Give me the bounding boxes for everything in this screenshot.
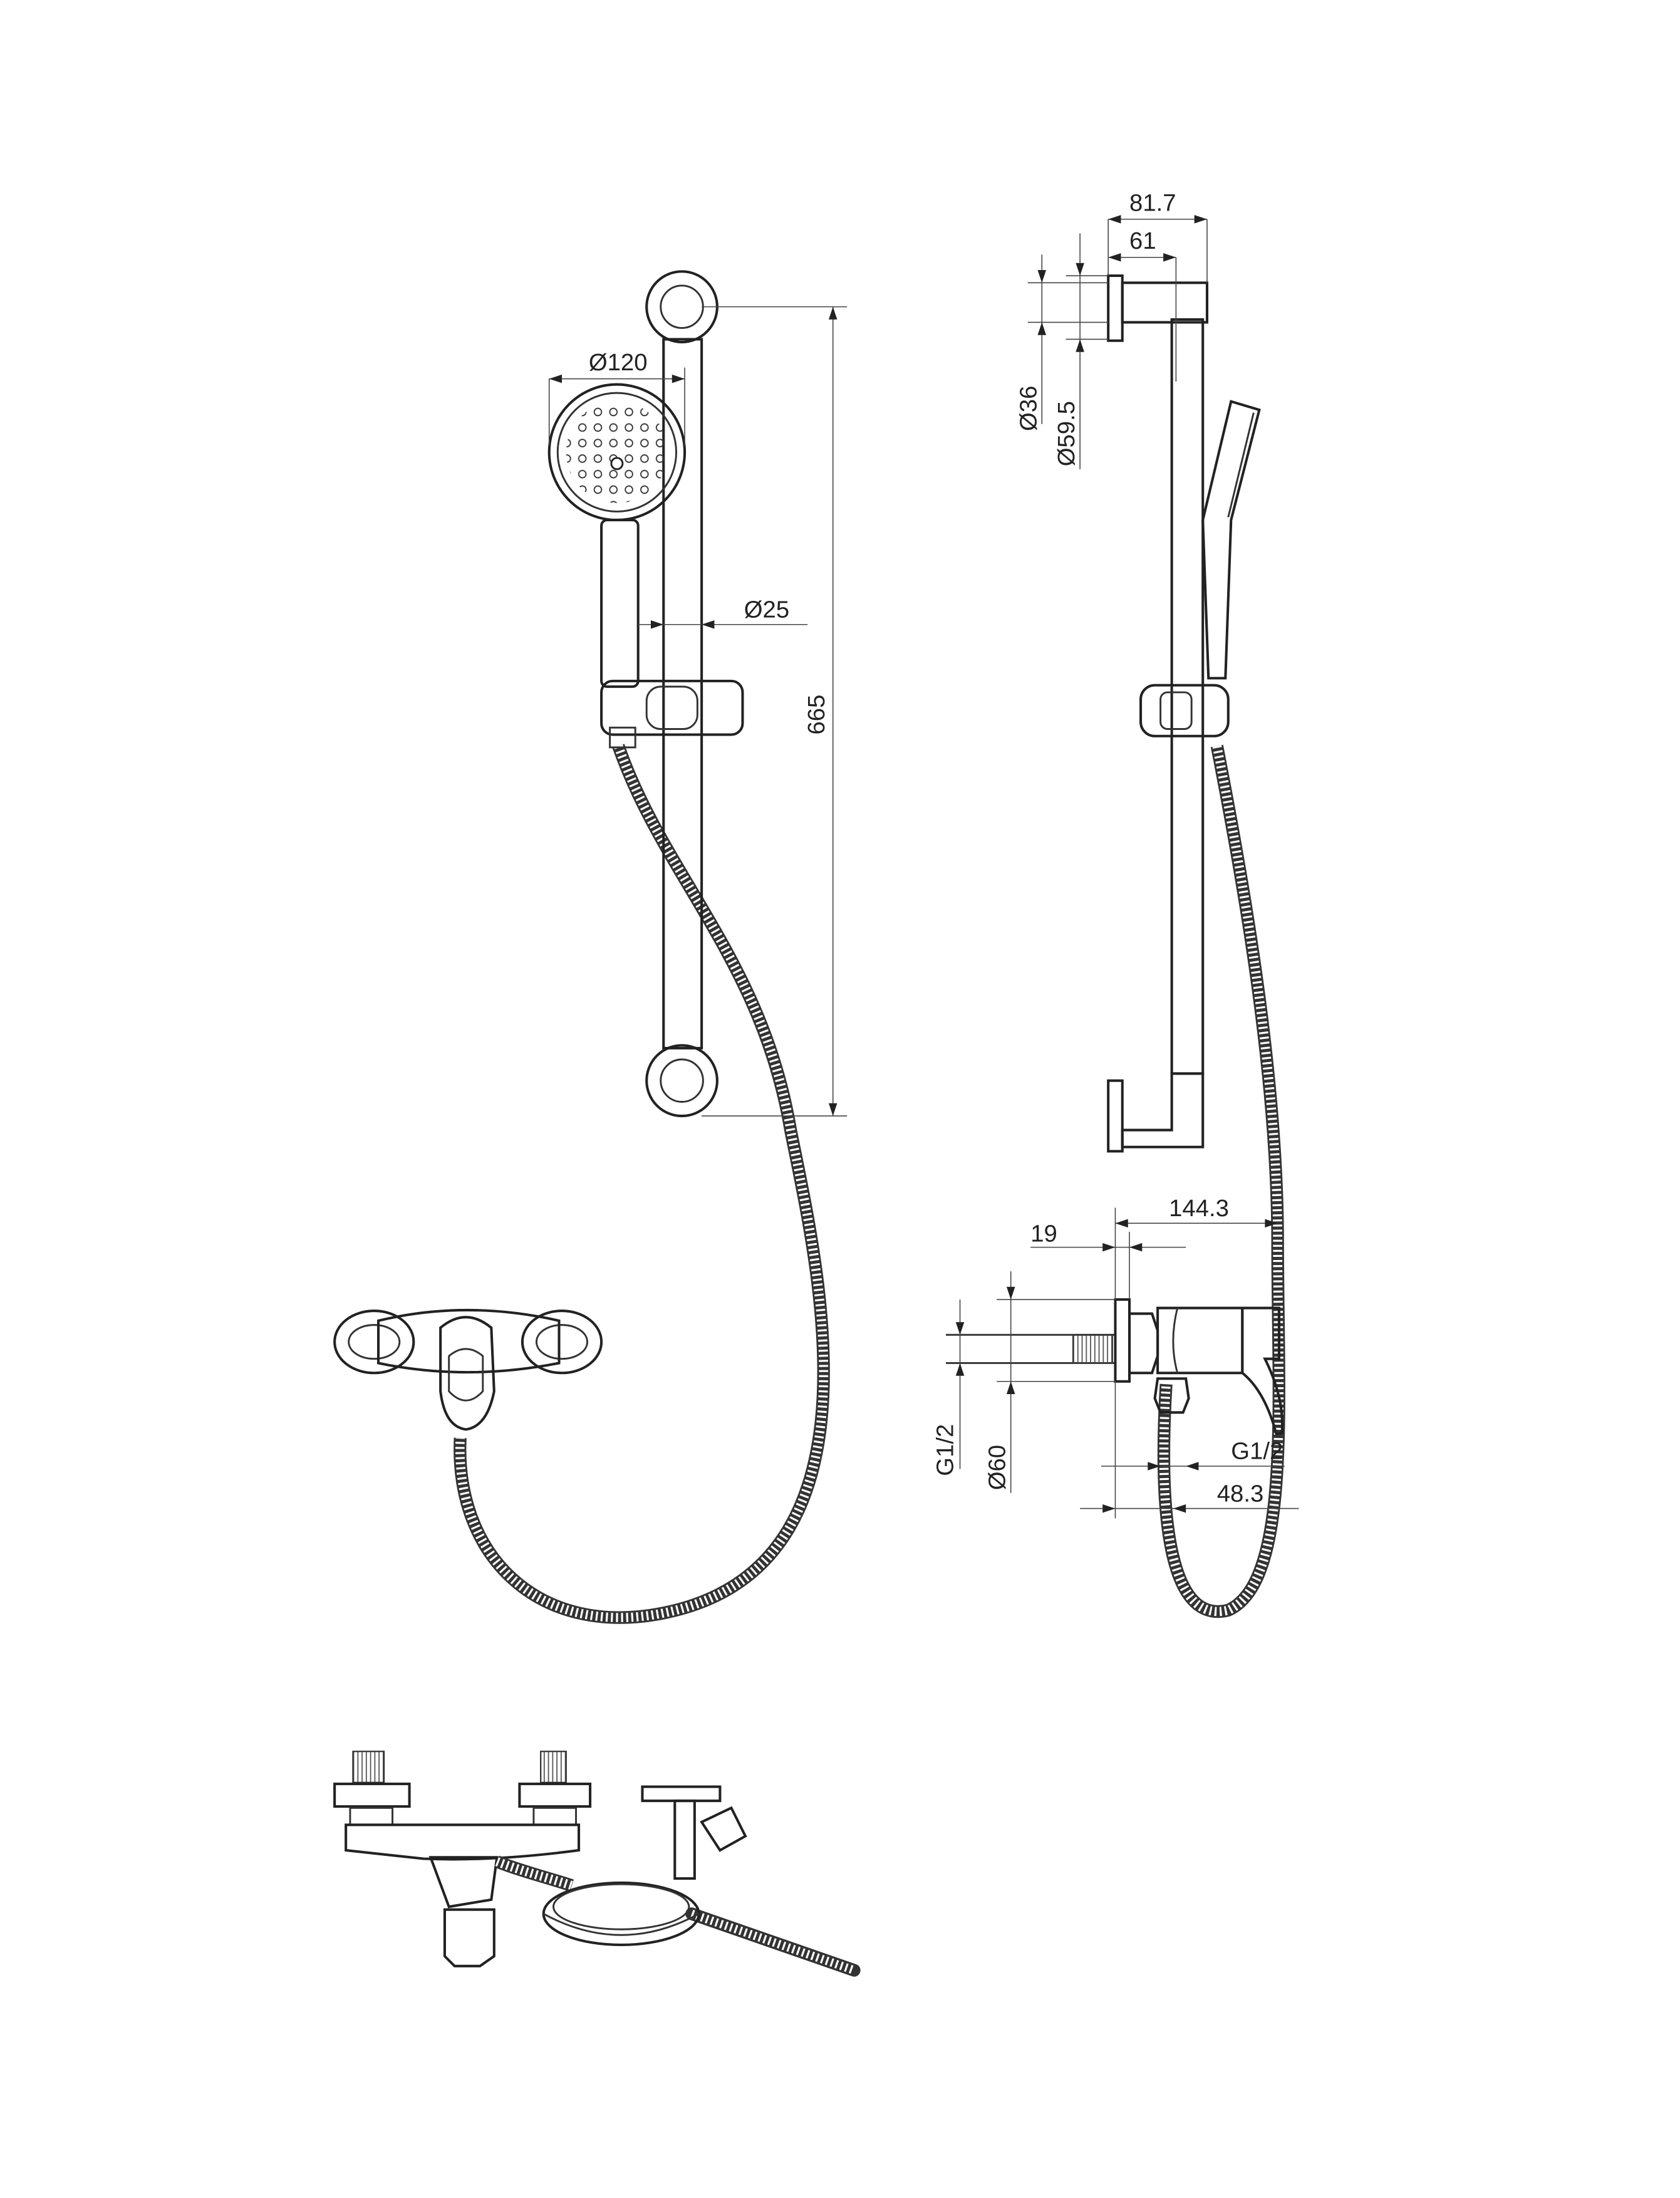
dim-label-bracket-diameter: Ø36 xyxy=(1015,386,1042,431)
dim-label-bracket-depth-total: 81.7 xyxy=(1129,189,1176,216)
dimension-rail-diameter: Ø25 xyxy=(638,596,808,629)
dim-label-projection: 144.3 xyxy=(1169,1195,1229,1222)
dim-label-mixer-flange-diameter: Ø60 xyxy=(984,1445,1011,1490)
dimension-bracket-depth: 61 xyxy=(1108,227,1177,382)
hand-shower-front xyxy=(547,383,687,688)
mixer-side xyxy=(946,1298,1283,1435)
dim-label-outlet-thread: G1/2 xyxy=(1231,1438,1283,1465)
dimension-outlet-thread: G1/2 xyxy=(1101,1381,1285,1519)
dimension-inlet-thread: G1/2 xyxy=(931,1300,1073,1476)
dim-label-flange-diameter: Ø59.5 xyxy=(1053,401,1080,466)
dimension-rail-length: 665 xyxy=(702,306,848,1117)
dimension-outlet-offset: 48.3 xyxy=(1080,1480,1299,1513)
dimension-bracket-diameter: Ø36 xyxy=(1015,254,1109,431)
dimension-flange-depth: 19 xyxy=(1030,1221,1186,1300)
dim-label-bracket-depth: 61 xyxy=(1129,227,1156,254)
dimension-flange-diameter: Ø59.5 xyxy=(1053,233,1109,469)
slide-rail-front xyxy=(645,270,718,1118)
dimension-bracket-depth-total: 81.7 xyxy=(1107,189,1208,283)
dim-label-head-diameter: Ø120 xyxy=(589,349,648,376)
slide-rail-side xyxy=(1107,274,1209,1153)
slider-bracket-front xyxy=(600,679,744,749)
dim-label-outlet-offset: 48.3 xyxy=(1217,1480,1264,1507)
shower-hose-front xyxy=(454,744,830,1624)
front-view: Ø120 Ø25 665 xyxy=(333,270,848,1624)
dimension-mixer-flange-diameter: Ø60 xyxy=(984,1271,1116,1493)
dimension-projection: 144.3 xyxy=(1114,1195,1278,1300)
mixer-front xyxy=(333,1308,603,1431)
isometric-view xyxy=(333,1751,861,1977)
dim-label-rail-diameter: Ø25 xyxy=(744,596,789,623)
shower-hose-side xyxy=(1157,744,1285,1618)
dimension-head-diameter: Ø120 xyxy=(548,349,685,445)
side-view: 81.7 61 Ø36 Ø59.5 xyxy=(931,189,1299,1618)
hand-shower-side xyxy=(1201,400,1261,680)
dim-label-flange-depth: 19 xyxy=(1030,1221,1057,1247)
dim-label-inlet-thread: G1/2 xyxy=(931,1424,958,1476)
dim-label-rail-length: 665 xyxy=(803,695,830,735)
slider-bracket-side xyxy=(1139,684,1230,737)
